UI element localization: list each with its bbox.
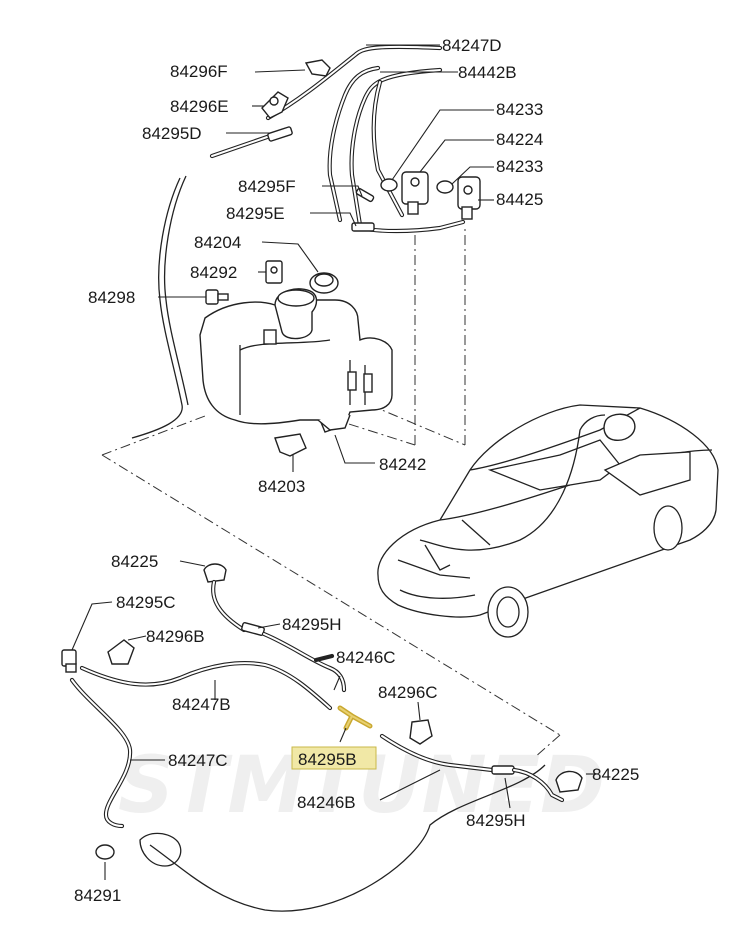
lower-hoses xyxy=(61,560,596,880)
bolt-84298 xyxy=(158,289,229,305)
label-84247B: 84247B xyxy=(172,695,231,714)
bracket-84203 xyxy=(274,433,307,472)
y-joint-84295B xyxy=(337,705,373,743)
clip-84296F xyxy=(254,59,331,77)
label-84292: 84292 xyxy=(190,263,237,282)
joint-84295F xyxy=(355,187,375,203)
label-84291: 84291 xyxy=(74,886,121,905)
car-illustration xyxy=(377,404,719,638)
upper-leaders xyxy=(226,44,494,227)
hose-84295D xyxy=(209,126,293,159)
label-84296B: 84296B xyxy=(146,627,205,646)
label-84295D: 84295D xyxy=(142,124,202,143)
grommet-84233a xyxy=(380,178,398,192)
grommet-84233b xyxy=(436,180,454,194)
label-84295C: 84295C xyxy=(116,593,176,612)
label-84296C: 84296C xyxy=(378,683,438,702)
label-84233-top: 84233 xyxy=(496,100,543,119)
highlight-box-84295B xyxy=(291,746,377,770)
label-84296F: 84296F xyxy=(170,62,228,81)
part-labels: 84247D 84296F 84442B 84296E 84233 84295D… xyxy=(74,36,639,905)
label-84296E: 84296E xyxy=(170,97,229,116)
label-84295H-top: 84295H xyxy=(282,615,342,634)
label-84203: 84203 xyxy=(258,477,305,496)
thin-routing-line xyxy=(131,175,546,912)
pump-84224 xyxy=(401,171,429,215)
label-84442B: 84442B xyxy=(458,63,517,82)
label-84295H-bottom: 84295H xyxy=(466,811,526,830)
label-84247D: 84247D xyxy=(442,36,502,55)
label-84225-bottom: 84225 xyxy=(592,765,639,784)
label-84246C: 84246C xyxy=(336,648,396,667)
joint-84295E xyxy=(351,222,375,232)
washer-tank-84242 xyxy=(199,288,393,464)
label-84242: 84242 xyxy=(379,455,426,474)
label-84224: 84224 xyxy=(496,130,543,149)
label-84295E: 84295E xyxy=(226,204,285,223)
label-84233-bottom: 84233 xyxy=(496,157,543,176)
label-84425: 84425 xyxy=(496,190,543,209)
label-84247C: 84247C xyxy=(168,751,228,770)
label-84295F: 84295F xyxy=(238,177,296,196)
label-84204: 84204 xyxy=(194,233,241,252)
label-84225-top: 84225 xyxy=(111,552,158,571)
clip-84296E xyxy=(252,91,289,119)
upper-hose-84247D xyxy=(265,44,466,234)
label-84295B: 84295B xyxy=(298,750,357,769)
label-84246B: 84246B xyxy=(297,793,356,812)
bracket-84292 xyxy=(258,260,283,284)
label-84298: 84298 xyxy=(88,288,135,307)
cap-84204 xyxy=(261,241,339,294)
pump-84425 xyxy=(457,176,481,220)
